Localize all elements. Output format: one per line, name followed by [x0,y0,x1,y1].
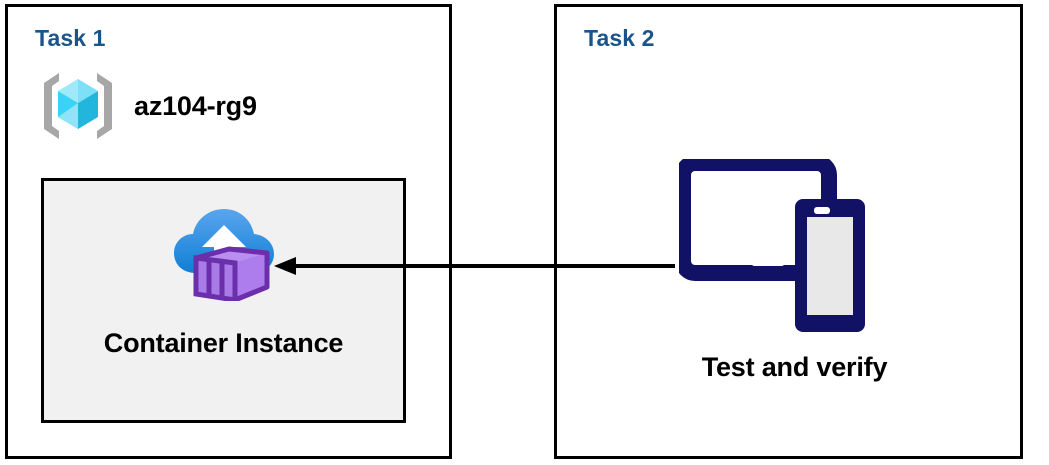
azure-resource-group-icon [44,73,112,139]
container-instance-box: Container Instance [41,178,406,423]
panel-task-2: Task 2 [554,4,1023,459]
resource-group-label: az104-rg9 [134,90,257,121]
panel-task-1: Task 1 az104-rg9 [5,4,452,459]
tablet-and-phone-icon [679,159,865,332]
resource-group-row: az104-rg9 [36,67,257,145]
test-and-verify-label: Test and verify [701,352,888,382]
container-instance-label: Container Instance [103,328,344,358]
azure-container-instance-icon [173,209,274,301]
panel-task-2-title: Task 2 [584,25,655,51]
panel-task-1-title: Task 1 [35,25,106,51]
